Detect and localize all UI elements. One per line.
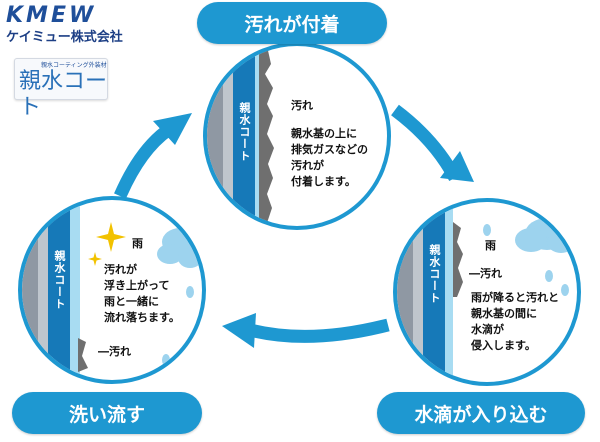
stage-top-dirt: [259, 46, 274, 226]
stage-left-dirt-label: ―汚れ: [98, 345, 131, 358]
stage-left-dirt: [78, 338, 88, 372]
stage-top-coat: 親水コート: [233, 46, 255, 226]
stage-left-coat: 親水コート: [48, 200, 70, 380]
stage-right-cloud: [515, 218, 575, 253]
stage-top-title: 汚れが付着: [197, 2, 387, 44]
kmew-logo: KMEW: [6, 3, 97, 28]
stage-right-circle: 親水コート 雨 ―汚れ 雨が降ると汚れと 親水基の間に 水滴が 侵入します。: [393, 198, 581, 386]
product-logo-text: 親水コート: [19, 69, 108, 120]
product-logo-tagline: 親水コーティング外装材: [41, 62, 107, 69]
stage-left-cloud: [157, 228, 202, 268]
stage-right-description: 雨が降ると汚れと 親水基の間に 水滴が 侵入します。: [471, 291, 559, 352]
stage-top-description: 親水基の上に 排気ガスなどの 汚れが 付着します。: [291, 127, 368, 188]
sparkle-icon: [96, 222, 126, 252]
sparkle-icon: [88, 252, 102, 266]
stage-left-coat-label: 親水コート: [53, 250, 66, 310]
stage-right-coat: 親水コート: [423, 202, 445, 382]
stage-right-raindrops: [483, 224, 569, 374]
stage-left-description: 汚れが 浮き上がって 雨と一緒に 流れ落ちます。: [104, 263, 180, 324]
stage-right-dirt: [453, 222, 463, 297]
stage-right-rain-label: 雨: [485, 239, 496, 252]
stage-right-dirt-label: ―汚れ: [469, 267, 502, 280]
stage-right-coat-label: 親水コート: [428, 244, 441, 304]
product-logo: 親水コーティング外装材 親水コート: [14, 58, 108, 120]
stage-right-title: 水滴が入り込む: [377, 392, 585, 434]
stage-top-circle: 親水コート 汚れ 親水基の上に 排気ガスなどの 汚れが 付着します。: [203, 42, 391, 230]
stage-left-raindrops: [162, 210, 200, 374]
arrow-bottom: [222, 313, 390, 348]
arrow-top-left: [114, 113, 192, 199]
stage-top-coat-label: 親水コート: [238, 102, 251, 162]
arrow-top-right: [391, 104, 474, 182]
stage-left-circle: 親水コート 雨 汚れが 浮き上がって 雨と一緒に 流れ落ちます。 ―汚れ: [18, 196, 206, 384]
stage-top-dirt-label: 汚れ: [291, 99, 313, 112]
company-name: ケイミュー株式会社: [6, 30, 123, 45]
stage-left-rain-label: 雨: [132, 237, 143, 250]
stage-left-title: 洗い流す: [12, 392, 202, 434]
